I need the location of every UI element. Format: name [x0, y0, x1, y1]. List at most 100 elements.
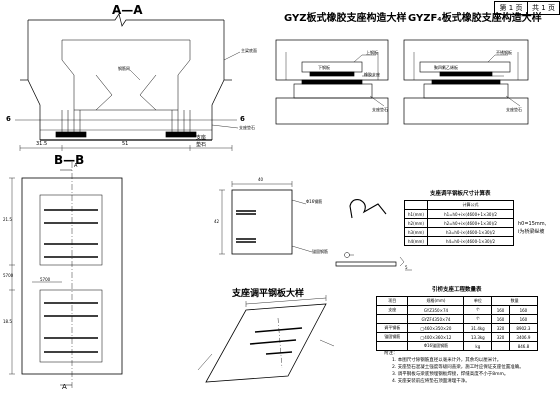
plate-plan-drawing [219, 181, 313, 255]
section-bb-drawing [9, 162, 123, 390]
note-line: 4. 支座安装前应将垫石顶面清理干净。 [392, 379, 470, 384]
table-row: h2(mm) h2=h0+i×(4600+1×30)/2 [404, 218, 514, 228]
table-cell: h3=h0-i×(4600-1×30)/2 [427, 227, 514, 237]
plate-detail-title: 支座调平钢板大样 [232, 289, 305, 299]
aa-dim-right-b: 垫石 [196, 142, 207, 148]
table-cell: Φ16锚固钢筋 [407, 341, 465, 351]
section-aa-title: A—A [112, 3, 143, 17]
plate-dim-top: 40 [258, 177, 264, 182]
table-cell: 160 [508, 314, 539, 324]
table-header-row: 计算公式 [404, 200, 514, 210]
table-cell: □460×350×20 [407, 323, 465, 333]
note-line: 3. 调平钢板与梁底预埋钢板焊接，焊缝高度不小于8mm。 [392, 372, 509, 377]
table-cell: h3(mm) [404, 227, 428, 237]
section-bb-title: B—B [54, 153, 85, 167]
table-cell: 320 [491, 323, 510, 333]
table-cell: 项目 [375, 296, 409, 306]
gyz-label-rubber: 橡胶支座 [364, 72, 380, 77]
note-line: 2. 支座垫石混凝土强度等级同盖梁，施工时应保证支座位置准确。 [392, 365, 524, 370]
gyz-detail-drawing [275, 39, 389, 125]
table-cell: GYZF4350×74 [407, 314, 465, 324]
gyzf4-detail-title: GYZF₄板式橡胶支座构造大样 [408, 13, 542, 24]
adjust-plate-drawing [197, 295, 335, 383]
table-row: 支座 GYZ350×74 个 160 160 [375, 305, 539, 315]
size-table: 计算公式 h1(mm) h1=h0+i×(4600+1×30)/2 h2(mm)… [404, 200, 514, 246]
table-row: GYZF4350×74 个 160 160 [375, 314, 539, 324]
table-cell: h2(mm) [404, 218, 428, 228]
table-row: h3(mm) h3=h0-i×(4600-1×30)/2 [404, 227, 514, 237]
table-cell: 计算公式 [427, 200, 514, 210]
gyz-label-bottom-plate: 下钢板 [318, 65, 330, 70]
table-cell: GYZ350×74 [407, 305, 465, 315]
plate-callout-a: Φ16钢筋 [306, 199, 323, 204]
table-cell: 单位 [463, 296, 493, 306]
bb-dim-d: 5700 [3, 273, 14, 278]
table-cell: 个 [463, 305, 493, 315]
table-cell: □400×360×12 [407, 332, 465, 342]
bb-dim-a: 21.5 [3, 217, 12, 222]
gyzf4-label-ptfe: 聚四氟乙烯板 [434, 65, 458, 70]
bb-marker-bottom: A [62, 383, 67, 391]
table-cell: 160 [491, 314, 510, 324]
table-cell: 160 [491, 305, 510, 315]
table-cell: 调平钢板 [375, 323, 409, 333]
table-cell: kg [463, 341, 493, 351]
size-table-note-b: i为桥梁纵坡 [518, 229, 545, 235]
table-cell: 8902.3 [508, 323, 539, 333]
gyzf4-label-pad: 支座垫石 [506, 107, 522, 112]
table-cell: 锚固钢筋 [375, 332, 409, 342]
plate-callout-b: 锚固钢筋 [312, 249, 328, 254]
aa-right-marker: 6 [240, 115, 245, 123]
gyz-label-top-plate: 上钢板 [366, 50, 378, 55]
aa-dim-left: 31.5 [36, 141, 48, 147]
gyz-label-pad: 支座垫石 [372, 107, 388, 112]
size-table-note-a: h0=15mm, [518, 221, 547, 227]
table-cell: 3406.9 [508, 332, 539, 342]
table-cell [375, 314, 409, 324]
table-cell [375, 341, 409, 351]
table-cell: h1=h0+i×(4600+1×30)/2 [427, 209, 514, 219]
qty-table: 项目 规格(mm) 单位 数量 支座 GYZ350×74 个 160 160 G… [375, 296, 539, 351]
table-cell [404, 200, 428, 210]
size-table-title: 支座调平钢板尺寸计算表 [430, 191, 491, 197]
table-cell: 13.3kg [463, 332, 493, 342]
table-cell: 160 [508, 305, 539, 315]
gyz-detail-title: GYZ板式橡胶支座构造大样 [284, 13, 407, 24]
table-cell: 320 [491, 332, 510, 342]
table-header-row: 项目 规格(mm) 单位 数量 [375, 296, 538, 306]
table-cell: 支座 [375, 305, 409, 315]
aa-callout-mid: 钢筋网 [118, 66, 130, 71]
hook-bar-drawing [335, 199, 412, 271]
bb-dim-b: 18.5 [3, 319, 12, 324]
bb-dim-c: 5700 [40, 277, 51, 282]
table-cell: h2=h0+i×(4600+1×30)/2 [427, 218, 514, 228]
table-cell: h4(mm) [404, 236, 428, 246]
table-cell: 规格(mm) [407, 296, 465, 306]
aa-dim-mid: 51 [122, 141, 129, 147]
plate-dim-small: 5 [405, 265, 408, 270]
section-aa-drawing [15, 13, 241, 151]
table-cell: h4=h0-i×(4600-1×30)/2 [427, 236, 514, 246]
table-row: Φ16锚固钢筋 kg 846.8 [375, 341, 539, 351]
aa-dim-right-a: 支座 [196, 135, 207, 141]
plate-dim-side: 42 [214, 219, 220, 224]
table-row: h1(mm) h1=h0+i×(4600+1×30)/2 [404, 209, 514, 219]
aa-left-marker: 6 [6, 115, 11, 123]
gyzf4-label-steel: 不锈钢板 [496, 50, 512, 55]
table-row: 调平钢板 □460×350×20 31.4kg 320 8902.3 [375, 323, 539, 333]
table-row: h4(mm) h4=h0-i×(4600-1×30)/2 [404, 236, 514, 246]
aa-callout-bottom: 支座垫石 [239, 125, 255, 130]
gyzf4-detail-drawing [403, 39, 529, 125]
table-cell: 数量 [491, 296, 538, 306]
table-cell: 31.4kg [463, 323, 493, 333]
qty-table-title: 引桥支座工程数量表 [432, 287, 482, 293]
note-line: 1. 本图尺寸除钢筋直径以毫米计外，其余均以厘米计。 [392, 358, 502, 363]
notes-heading: 附注： [384, 351, 398, 356]
table-cell [491, 341, 510, 351]
aa-callout-top: 主梁底面 [241, 48, 257, 53]
table-row: 锚固钢筋 □400×360×12 13.3kg 320 3406.9 [375, 332, 539, 342]
table-cell: 846.8 [508, 341, 539, 351]
table-cell: 个 [463, 314, 493, 324]
bb-marker-top: A [74, 163, 78, 169]
